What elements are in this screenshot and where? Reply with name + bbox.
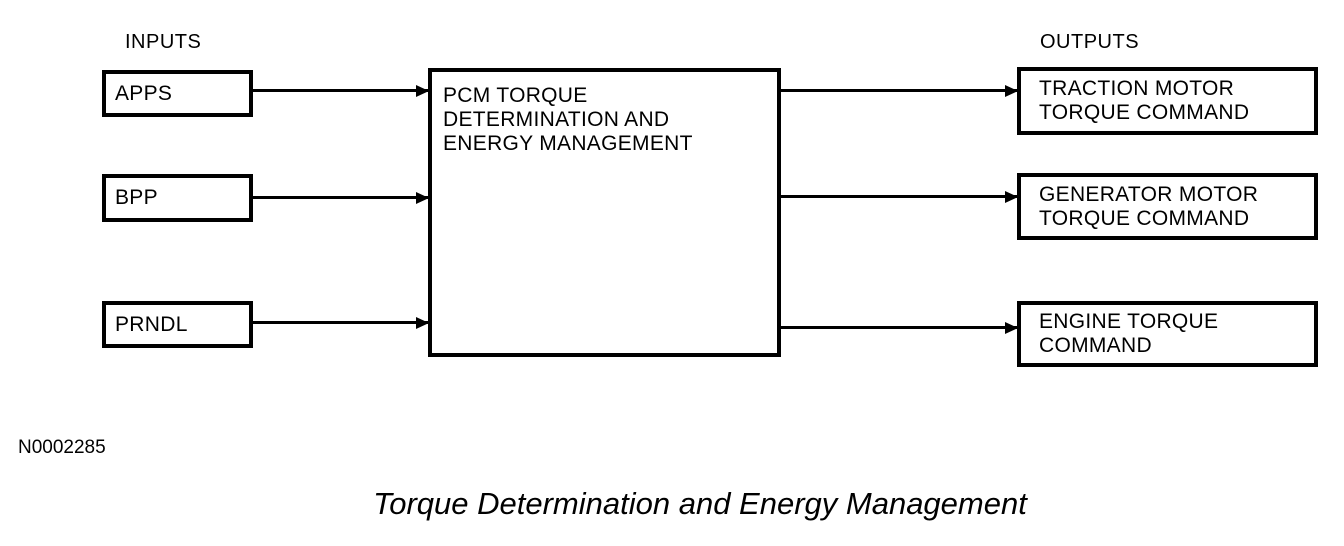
input-box-apps: APPS — [102, 70, 253, 117]
arrowhead-right-icon — [1005, 190, 1018, 203]
output-box-generator-motor: GENERATOR MOTOR TORQUE COMMAND — [1017, 173, 1318, 240]
input-box-apps-label: APPS — [115, 81, 173, 105]
figure-reference-number: N0002285 — [18, 437, 106, 458]
input-box-prndl: PRNDL — [102, 301, 253, 348]
arrow-pcm-to-traction-motor — [781, 84, 1018, 97]
arrow-bpp-to-pcm — [253, 191, 429, 204]
process-box-pcm: PCM TORQUE DETERMINATION AND ENERGY MANA… — [428, 68, 781, 357]
arrowhead-right-icon — [416, 84, 429, 97]
inputs-column-label: INPUTS — [125, 31, 202, 53]
outputs-column-label: OUTPUTS — [1040, 31, 1140, 53]
arrow-apps-to-pcm — [253, 84, 429, 97]
arrowhead-right-icon — [416, 191, 429, 204]
arrowhead-right-icon — [1005, 321, 1018, 334]
arrowhead-right-icon — [416, 316, 429, 329]
arrowhead-right-icon — [1005, 84, 1018, 97]
input-box-bpp: BPP — [102, 174, 253, 222]
input-box-prndl-label: PRNDL — [115, 312, 188, 336]
output-box-engine-torque-label: ENGINE TORQUE COMMAND — [1039, 310, 1219, 357]
arrow-prndl-to-pcm — [253, 316, 429, 329]
figure-caption: Torque Determination and Energy Manageme… — [373, 486, 1027, 521]
output-box-engine-torque: ENGINE TORQUE COMMAND — [1017, 301, 1318, 367]
output-box-traction-motor-label: TRACTION MOTOR TORQUE COMMAND — [1039, 77, 1250, 124]
output-box-generator-motor-label: GENERATOR MOTOR TORQUE COMMAND — [1039, 182, 1259, 230]
arrow-pcm-to-generator-motor — [781, 190, 1018, 203]
arrow-pcm-to-engine-torque — [781, 321, 1018, 334]
process-box-pcm-label: PCM TORQUE DETERMINATION AND ENERGY MANA… — [443, 84, 693, 155]
output-box-traction-motor: TRACTION MOTOR TORQUE COMMAND — [1017, 67, 1318, 135]
input-box-bpp-label: BPP — [115, 186, 158, 209]
